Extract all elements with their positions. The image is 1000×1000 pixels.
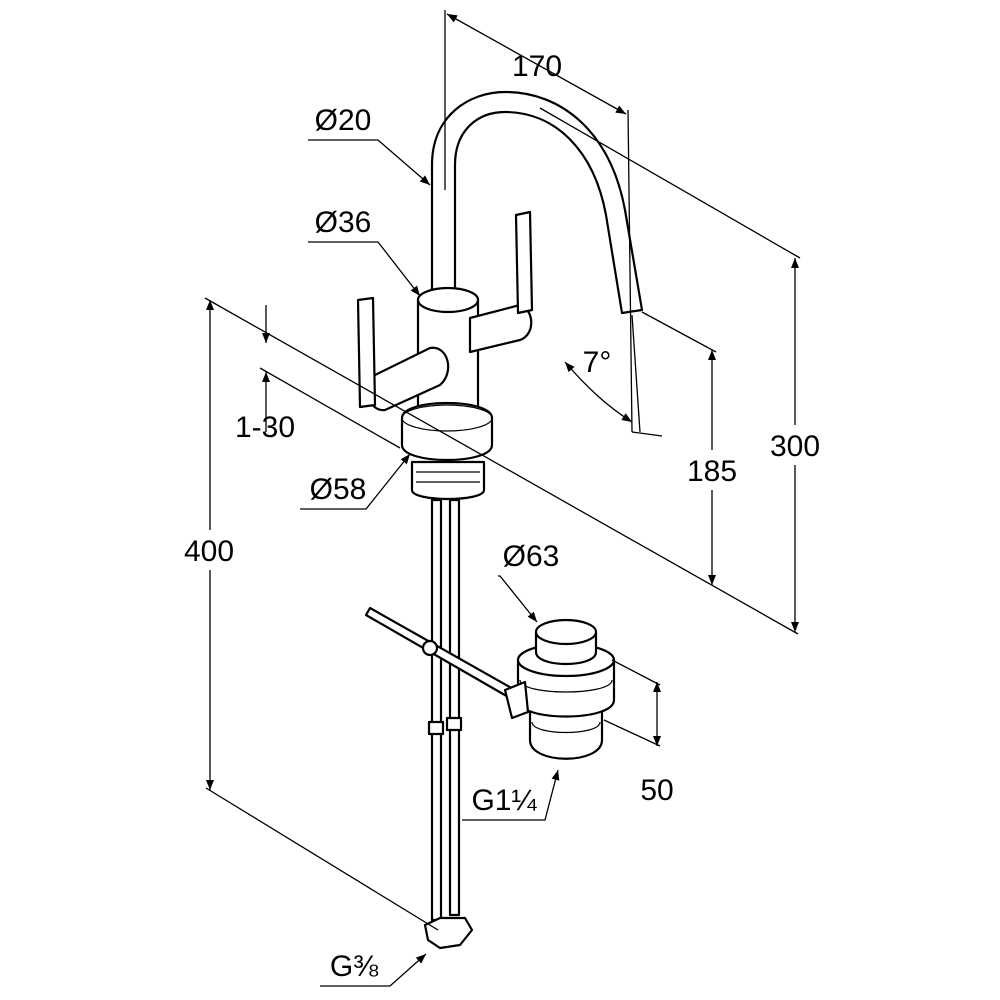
dimensions: 170 Ø20 Ø36 7° 300 185 1-30 400 (176, 10, 828, 987)
dim-line-170 (446, 13, 627, 115)
label-spout-angle: 7° (583, 346, 612, 379)
label-outlet-height: 185 (687, 455, 737, 488)
supply-hose-right (448, 498, 461, 917)
label-spout-diameter: Ø20 (315, 104, 372, 137)
fixing-nut (410, 460, 486, 501)
label-deck-thickness: 1-30 (235, 411, 295, 444)
angle-arc (564, 361, 633, 423)
label-waste-thread: G1¼ (471, 784, 537, 817)
spout (430, 90, 644, 315)
label-hose-length: 400 (184, 535, 234, 568)
hose-connector (423, 916, 474, 950)
faucet-illustration (356, 90, 644, 950)
label-waste-diameter: Ø63 (503, 540, 560, 573)
label-base-diameter: Ø58 (310, 473, 367, 506)
label-total-height: 300 (770, 430, 820, 463)
supply-hose-left (430, 498, 443, 922)
right-lever (514, 210, 534, 315)
label-waste-height: 50 (640, 774, 673, 807)
body-top (416, 286, 480, 314)
pop-up-waste (503, 618, 616, 760)
label-spout-reach: 170 (512, 50, 562, 83)
label-supply-thread: G⅜ (330, 950, 379, 983)
label-body-diameter: Ø36 (315, 206, 372, 239)
left-lever (356, 296, 377, 409)
